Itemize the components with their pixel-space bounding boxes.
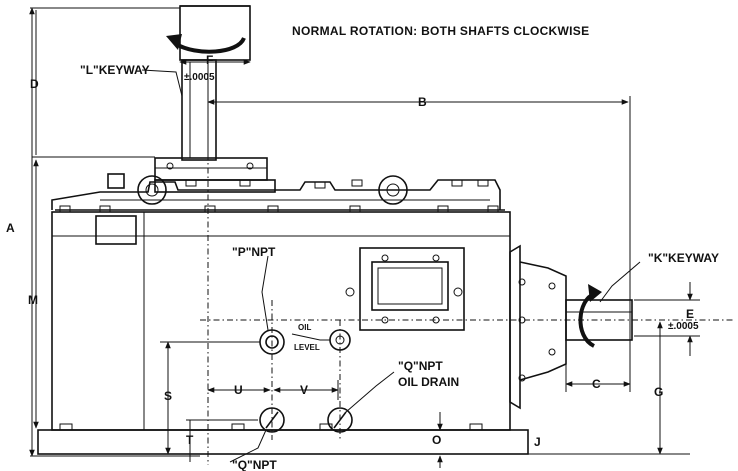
gearbox-housing [51,211,556,431]
dimension-lines [29,7,700,468]
dim-D: D [30,77,39,91]
dim-C: C [592,377,601,391]
dim-U: U [234,383,243,397]
dim-A: A [6,221,15,235]
dim-F: F [206,53,213,67]
dim-B: B [418,95,427,109]
l-keyway-tolerance: ±.0005 [184,72,215,83]
k-keyway-label: "K"KEYWAY [648,251,719,265]
dim-M: M [28,293,38,307]
oil-level-label-2: LEVEL [294,343,320,352]
q-npt-top-label: "Q"NPT [398,359,443,373]
dim-T: T [186,433,194,447]
q-npt-bottom-label: "Q"NPT [232,458,277,471]
base-plate [37,423,529,455]
k-keyway-tolerance: ±.0005 [668,321,699,332]
vertical-input-shaft [179,5,251,161]
dim-J: J [534,435,541,449]
oil-drain-label: OIL DRAIN [398,375,459,389]
rotation-arrow-top [174,36,246,54]
dim-V: V [300,383,308,397]
dim-G: G [654,385,663,399]
dim-S: S [164,389,172,403]
rotation-note: NORMAL ROTATION: BOTH SHAFTS CLOCKWISE [292,24,589,38]
oil-level-label-1: OIL [298,323,311,332]
p-npt-label: "P"NPT [232,245,276,259]
l-keyway-label: "L"KEYWAY [80,63,150,77]
dim-O: O [432,433,441,447]
housing-top-cover [51,173,505,213]
top-mount-plate [154,157,276,193]
inspection-cover [345,247,465,331]
dim-E: E [686,307,694,321]
rotation-arrowhead-top [166,34,182,50]
rotation-arrowhead-right [588,284,602,302]
